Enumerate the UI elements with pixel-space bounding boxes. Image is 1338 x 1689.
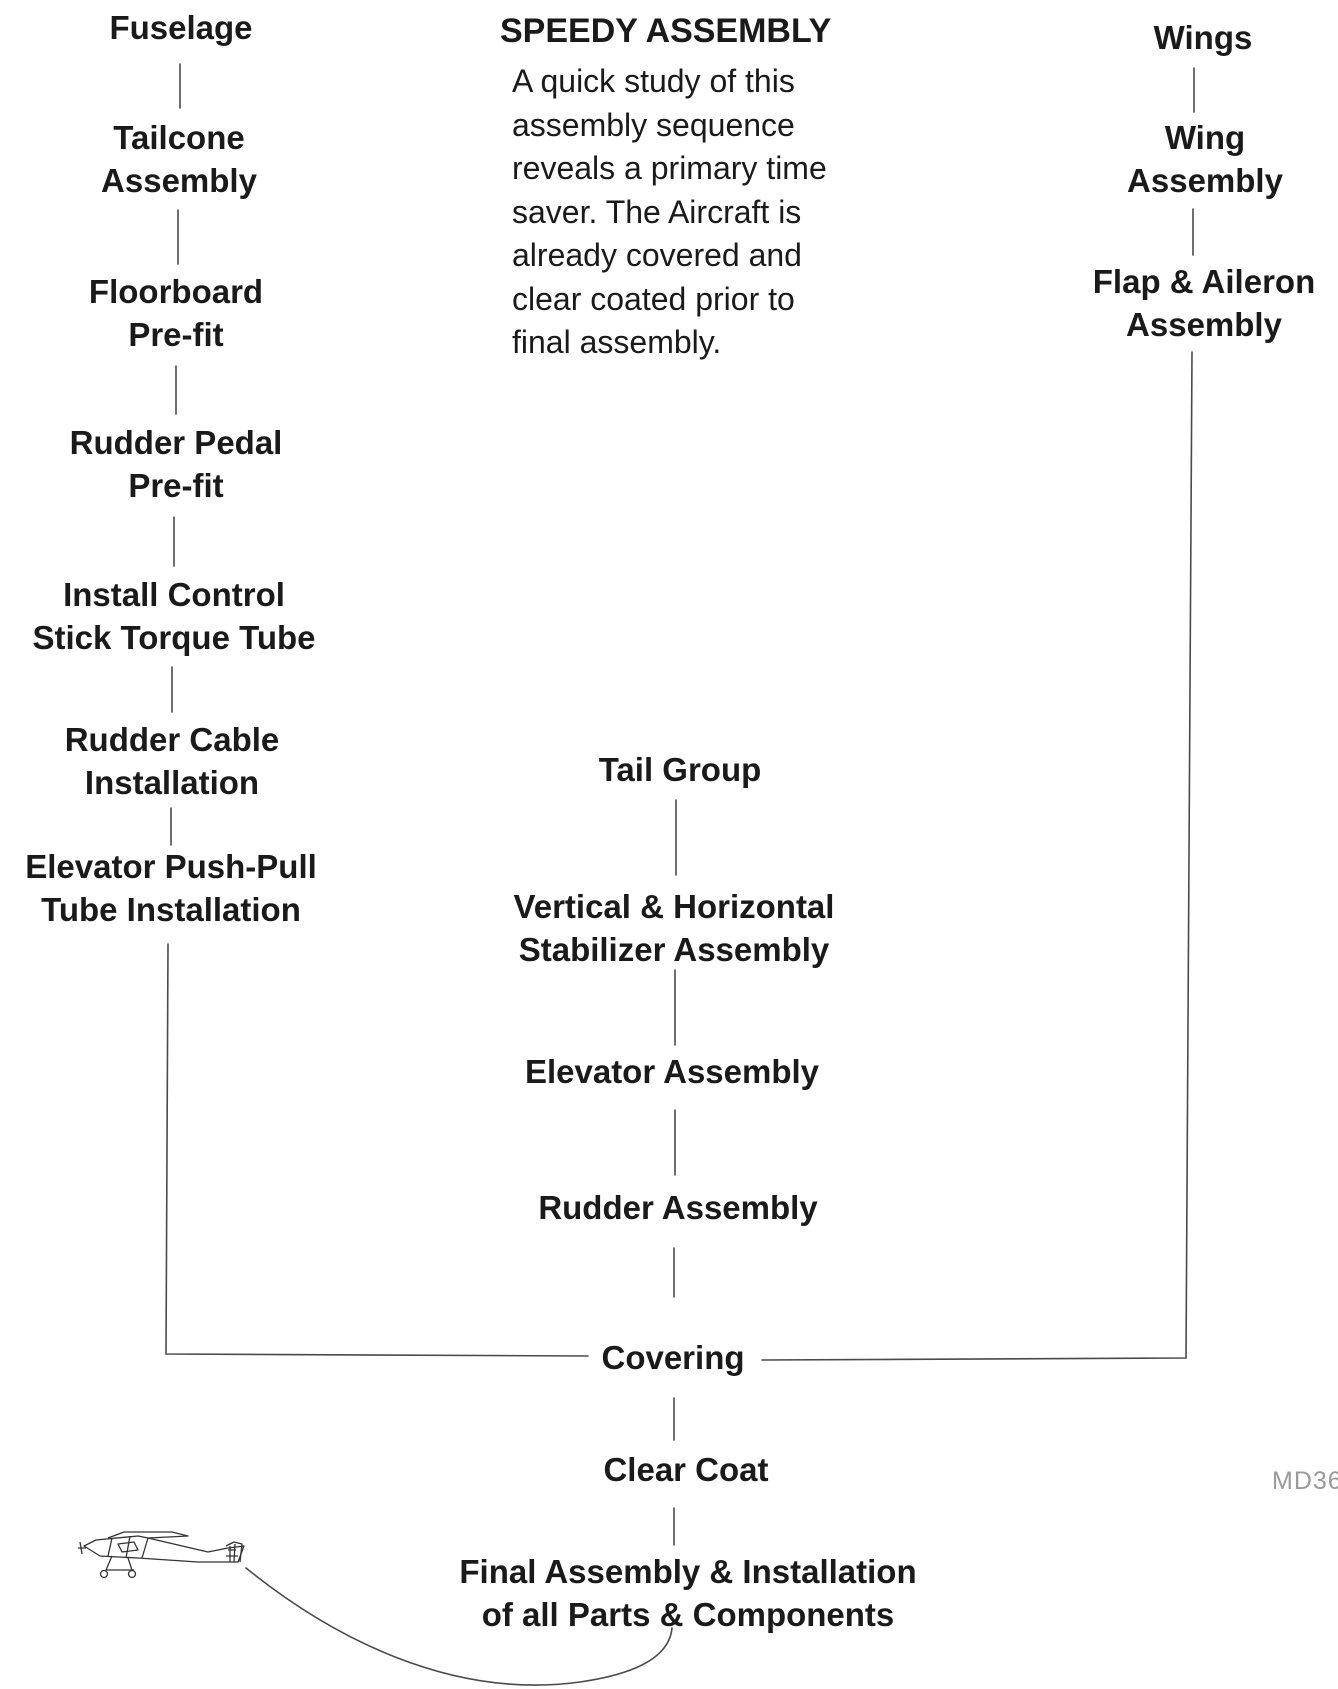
step-install-control-stick-torque-tube: Install Control Stick Torque Tube xyxy=(33,573,316,659)
step-label: of all Parts & Components xyxy=(481,1596,895,1633)
description-line: clear coated prior to xyxy=(512,280,795,317)
step-label: Tail Group xyxy=(598,751,762,788)
step-label: Pre-fit xyxy=(128,316,224,353)
step-elevator-push-pull-tube-installation: Elevator Push-Pull Tube Installation xyxy=(25,845,317,931)
step-label: Final Assembly & Installation xyxy=(459,1553,917,1590)
description-line: already covered and xyxy=(512,237,802,273)
step-clear-coat: Clear Coat xyxy=(603,1448,768,1491)
step-label: Flap & Aileron xyxy=(1092,263,1316,300)
description-line: saver. The Aircraft is xyxy=(512,193,802,230)
step-label: Wings xyxy=(1153,19,1253,56)
step-label: Vertical & Horizontal xyxy=(513,888,835,925)
step-flap-aileron-assembly: Flap & Aileron Assembly xyxy=(1093,260,1315,346)
step-wing-assembly: Wing Assembly xyxy=(1127,116,1283,202)
reference-code: MD36 xyxy=(1272,1467,1338,1495)
step-label: Pre-fit xyxy=(128,467,224,504)
step-label: Assembly xyxy=(101,162,257,199)
step-label: Floorboard xyxy=(88,273,264,310)
step-label: Assembly xyxy=(1126,306,1282,343)
step-label: Wing xyxy=(1164,119,1246,156)
description-line: final assembly. xyxy=(512,324,722,360)
diagram-title: SPEEDY ASSEMBLY xyxy=(500,12,832,50)
diagram-description: A quick study of this assembly sequence … xyxy=(512,60,942,365)
description-line: assembly sequence xyxy=(512,106,795,143)
step-label: Install Control xyxy=(63,576,285,613)
airplane-sketch-icon xyxy=(78,1531,245,1579)
step-label: Elevator Assembly xyxy=(524,1053,820,1090)
step-label: Elevator Push-Pull xyxy=(25,848,317,885)
step-tail-group: Tail Group xyxy=(599,748,762,791)
description-line: A quick study of this xyxy=(512,63,795,99)
step-label: Rudder Assembly xyxy=(538,1189,818,1226)
step-label: Assembly xyxy=(1127,162,1283,199)
step-label: Fuselage xyxy=(109,9,253,46)
step-label: Installation xyxy=(84,764,260,801)
step-label: Rudder Pedal xyxy=(69,424,283,461)
step-label: Rudder Cable xyxy=(64,721,280,758)
step-fuselage: Fuselage xyxy=(109,6,252,49)
step-label: Stick Torque Tube xyxy=(32,619,316,656)
step-label: Clear Coat xyxy=(603,1451,769,1488)
description-line: reveals a primary time xyxy=(512,150,827,186)
step-vertical-horizontal-stabilizer-assembly: Vertical & Horizontal Stabilizer Assembl… xyxy=(514,885,835,971)
step-floorboard-prefit: Floorboard Pre-fit xyxy=(89,270,263,356)
step-elevator-assembly: Elevator Assembly xyxy=(525,1050,819,1093)
step-label: Stabilizer Assembly xyxy=(518,931,830,968)
step-covering: Covering xyxy=(601,1336,744,1379)
step-tailcone-assembly: Tailcone Assembly xyxy=(101,116,257,202)
step-rudder-cable-installation: Rudder Cable Installation xyxy=(65,718,280,804)
step-label: Tube Installation xyxy=(41,891,301,928)
step-label: Covering xyxy=(601,1339,745,1376)
step-wings: Wings xyxy=(1154,16,1253,59)
step-rudder-assembly: Rudder Assembly xyxy=(538,1186,817,1229)
step-rudder-pedal-prefit: Rudder Pedal Pre-fit xyxy=(70,421,283,507)
step-final-assembly-installation: Final Assembly & Installation of all Par… xyxy=(459,1550,916,1636)
step-label: Tailcone xyxy=(113,119,245,156)
